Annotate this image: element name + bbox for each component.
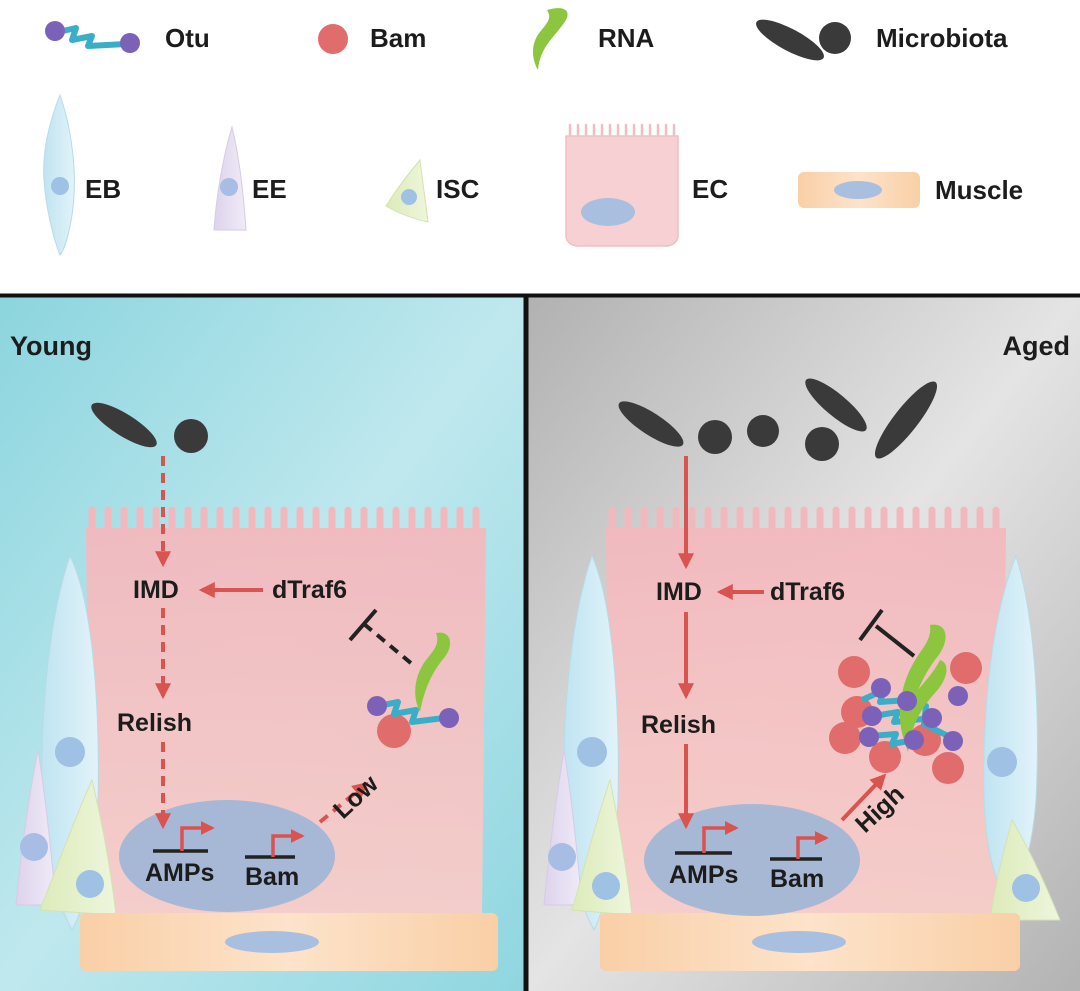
young-bam-label: Bam <box>245 863 299 891</box>
legend-ee-icon <box>213 125 247 231</box>
aged-isc-cell-left <box>571 778 633 916</box>
legend-bam-label: Bam <box>370 23 426 53</box>
aged-diagram: Aged <box>543 331 1071 971</box>
aged-microbiota <box>618 378 938 461</box>
aged-ee-cell <box>543 749 583 906</box>
young-amps-label: AMPs <box>145 859 214 887</box>
aged-title: Aged <box>1003 331 1071 361</box>
young-isc-cell <box>39 778 117 916</box>
aged-isc-cell-right <box>989 818 1061 921</box>
young-arrow-low <box>318 781 369 824</box>
young-microbe-coccus <box>174 419 208 453</box>
aged-inhibition <box>858 608 916 658</box>
legend-eb-label: EB <box>85 174 121 204</box>
legend-bam-icon <box>318 24 348 54</box>
young-diagram: Young <box>10 331 498 971</box>
young-microbe-rod <box>91 402 157 448</box>
young-ee-cell <box>15 749 57 906</box>
legend-isc-icon <box>385 158 429 223</box>
aged-amps-label: AMPs <box>669 861 738 889</box>
legend-microbiota-label: Microbiota <box>876 23 1008 53</box>
aged-otu-bam-cluster <box>829 624 982 784</box>
legend-rna-label: RNA <box>598 23 655 53</box>
young-relish-label: Relish <box>117 709 192 737</box>
legend-muscle-icon <box>798 172 920 208</box>
legend-ec-label: EC <box>692 174 728 204</box>
aged-muscle <box>600 913 1020 971</box>
young-title: Young <box>10 331 92 361</box>
legend-ec-icon <box>565 123 679 247</box>
aged-relish-label: Relish <box>641 711 716 739</box>
young-imd-label: IMD <box>133 576 179 604</box>
legend-muscle-label: Muscle <box>935 175 1023 205</box>
legend-isc-label: ISC <box>436 174 480 204</box>
young-nucleus <box>119 800 335 912</box>
legend-ee-label: EE <box>252 174 287 204</box>
legend-microbiota-icon <box>756 19 851 61</box>
aged-nucleus <box>644 804 860 916</box>
legend-otu-icon <box>45 21 140 53</box>
young-otu-bam-complex <box>367 632 459 748</box>
aged-imd-label: IMD <box>656 578 702 606</box>
legend: Otu Bam RNA Microbiota EB EE ISC <box>43 8 1023 256</box>
legend-rna-icon <box>533 8 568 70</box>
young-transcription-arrows <box>180 821 305 857</box>
aged-arrow-high <box>840 773 887 822</box>
young-dtraf6-label: dTraf6 <box>272 576 347 604</box>
aged-bam-label: Bam <box>770 865 824 893</box>
aged-dtraf6-label: dTraf6 <box>770 578 845 606</box>
legend-eb-icon <box>43 93 75 256</box>
young-inhibition <box>348 608 414 666</box>
legend-otu-label: Otu <box>165 23 210 53</box>
young-muscle <box>80 913 498 971</box>
aged-transcription-arrows <box>702 821 829 859</box>
